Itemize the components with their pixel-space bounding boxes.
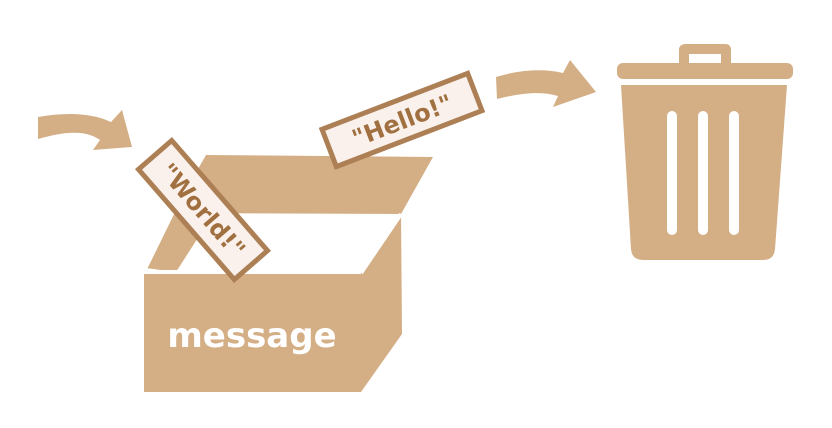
trash-lid	[617, 63, 793, 79]
variable-name-label: message	[167, 316, 336, 356]
box-front	[144, 272, 361, 392]
box-back-flap	[173, 155, 433, 214]
open-box-icon	[144, 155, 433, 392]
incoming-arrow-icon	[38, 110, 132, 150]
outgoing-arrow-icon	[496, 60, 596, 107]
old-value-card: "Hello!"	[318, 70, 486, 170]
trash-can-icon	[617, 44, 793, 260]
